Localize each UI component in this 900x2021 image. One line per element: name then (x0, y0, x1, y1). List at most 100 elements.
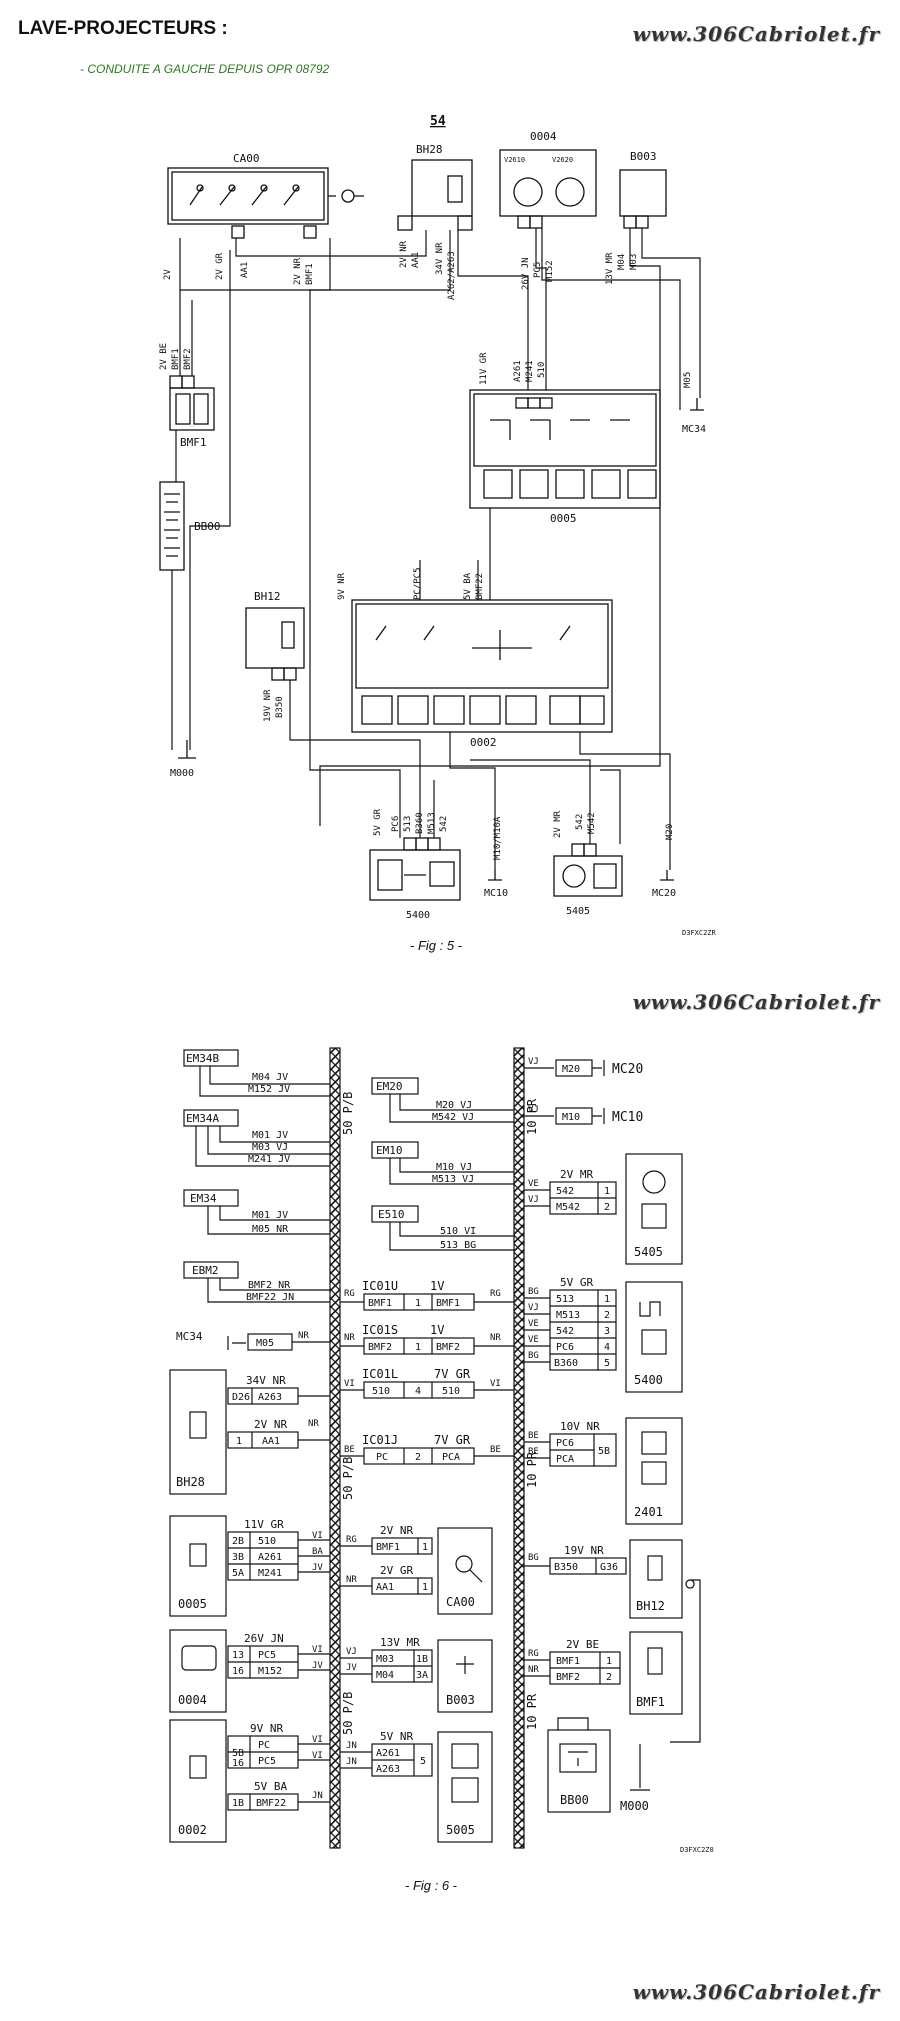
component-label-bmf1: BMF1 (180, 436, 207, 449)
connector-em34: EM34 M01 JV M05 NR (183, 1189, 330, 1235)
wire-code: JV (312, 1661, 323, 1671)
connector-label: EM20 (376, 1080, 403, 1093)
connector-label: EM34B (186, 1052, 219, 1065)
wire-label: 34V NR (435, 242, 445, 275)
bh28-fusebox: BH28 (397, 143, 473, 231)
pin-label: BMF1 (436, 1298, 460, 1309)
harness-bus-right (513, 1047, 525, 1849)
wire-label: 2V NR (399, 240, 409, 268)
c5405-motor: 5405 (553, 843, 623, 917)
component-2401: 10V NR PC6 5B PCA 2401 BE BE (524, 1417, 683, 1525)
component-bmf1: 2V BE BMF1 1 BMF2 2 BMF1 RG NR (524, 1631, 683, 1715)
wire-label: M513 (427, 812, 437, 834)
wire-label: 2V NR (293, 257, 303, 285)
color-label: 13V MR (380, 1636, 420, 1649)
wire-code: RG (528, 1649, 539, 1659)
pin-label: A263 (376, 1764, 400, 1775)
pin-label: 1 (604, 1186, 610, 1197)
connector-ebm2: EBM2 BMF2 NR BMF22 JN (183, 1261, 330, 1303)
component-bh12: 19V NR B350 G36 BH12 BG (524, 1539, 683, 1619)
wire-code: BE (528, 1431, 539, 1441)
watermark-logo: www.306Cabriolet.fr (632, 22, 880, 46)
wire-label: M10 (562, 1112, 580, 1123)
wire-label: 5V BA (463, 572, 473, 600)
color-label: 10V NR (560, 1420, 600, 1433)
pin-label: 16 (232, 1758, 244, 1769)
bh12-fusebox: BH12 (245, 590, 305, 681)
ground-label: MC20 (612, 1062, 643, 1077)
mc20-ground: MC20 (652, 870, 676, 899)
connector-label: IC01S (362, 1323, 398, 1337)
pin-label: 5 (604, 1358, 610, 1369)
wire-code: BE (344, 1445, 355, 1455)
connector-label: E510 (378, 1208, 405, 1221)
m000-ground: M000 (170, 740, 196, 779)
wire-label: 13V MR (605, 252, 615, 285)
wire-code: VJ (528, 1105, 539, 1115)
component-5005: 5V NR A261 5 A263 5005 JN JN (340, 1730, 493, 1843)
component-label-0004: 0004 (530, 130, 557, 143)
pin-label: PCA (556, 1454, 574, 1465)
pin-label: 3B (232, 1552, 244, 1563)
wire-label: M03 VJ (252, 1142, 288, 1153)
wire-label: M542 (587, 812, 597, 834)
pin-label: BMF1 (368, 1298, 392, 1309)
component-0004: 0004 26V JN 13 PC5 16 M152 VI JV (169, 1629, 330, 1713)
wire-label: M04 (617, 254, 627, 270)
pin-label: V2620 (552, 156, 573, 164)
pin-label: 2 (604, 1202, 610, 1213)
wire-label: 2V BE (159, 343, 169, 370)
wire-code: RG (344, 1289, 355, 1299)
wire-label: 2V MR (553, 810, 563, 838)
wire-code: VI (490, 1379, 501, 1389)
connector-label: EM10 (376, 1144, 403, 1157)
wire-code: VJ (528, 1303, 539, 1313)
wire-label: M04 JV (252, 1072, 288, 1083)
color-label: 5V NR (380, 1730, 413, 1743)
component-bh28: BH28 34V NR D26 A263 2V NR 1 AA1 NR (169, 1369, 330, 1495)
bus-label: 10 PR (525, 1693, 539, 1730)
wire-label: M152 (545, 260, 555, 282)
wire-code: NR (298, 1331, 309, 1341)
pin-label: 3A (416, 1670, 428, 1681)
pin-label: 5B (232, 1748, 244, 1759)
inline-ic01l: IC01L 7V GR 510 4 510 VI VI (340, 1367, 514, 1399)
component-label-5405: 5405 (566, 906, 590, 917)
connector-em20: EM20 M20 VJ M542 VJ (371, 1077, 514, 1123)
wire-label: BMF2 (183, 348, 193, 370)
bus-label: 50 P/B (341, 1092, 355, 1135)
wire-code: BE (528, 1447, 539, 1457)
c0002-switch-unit: 0002 (351, 599, 613, 749)
pin-label: BMF2 (436, 1342, 460, 1353)
wire-label: A261 (513, 360, 523, 382)
wire-code: VI (312, 1735, 323, 1745)
wire-code: VI (312, 1531, 323, 1541)
color-label: 1V (430, 1279, 444, 1293)
wiring-schematic-fig5: 54 CA00 2V 2V GR AA1 2V NR BMF1 BH28 2V … (159, 114, 717, 937)
pin-label: 510 (258, 1536, 276, 1547)
pin-label: 1 (415, 1298, 421, 1309)
wire-code: VI (312, 1645, 323, 1655)
pin-label: 2 (604, 1310, 610, 1321)
wire-code: VJ (528, 1195, 539, 1205)
wire-label: PC6 (391, 816, 401, 832)
wire-label: M513 VJ (432, 1174, 474, 1185)
component-label: 5400 (634, 1373, 663, 1387)
figure-ref-code: D3FXC2ZR (682, 929, 717, 937)
component-5405: 2V MR 542 1 M542 2 5405 VE VJ (524, 1153, 683, 1265)
pin-label: AA1 (262, 1436, 280, 1447)
wire-code: VE (528, 1179, 539, 1189)
color-label: 2V NR (380, 1524, 413, 1537)
figure-caption: - Fig : 5 - (410, 938, 463, 953)
wire-label: M241 (525, 360, 535, 382)
component-ca00: 2V NR BMF1 1 2V GR AA1 1 CA00 RG NR (340, 1524, 493, 1615)
mc20-ground: VJ M20 MC20 (524, 1057, 643, 1077)
component-label-bh12: BH12 (254, 590, 281, 603)
wire-code: JV (346, 1663, 357, 1673)
component-bb00: BB00 (547, 1579, 701, 1813)
pin-label: B360 (554, 1358, 578, 1369)
pin-label: A261 (258, 1552, 282, 1563)
component-label: 2401 (634, 1505, 663, 1519)
wire-label: A262/A263 (447, 251, 457, 300)
